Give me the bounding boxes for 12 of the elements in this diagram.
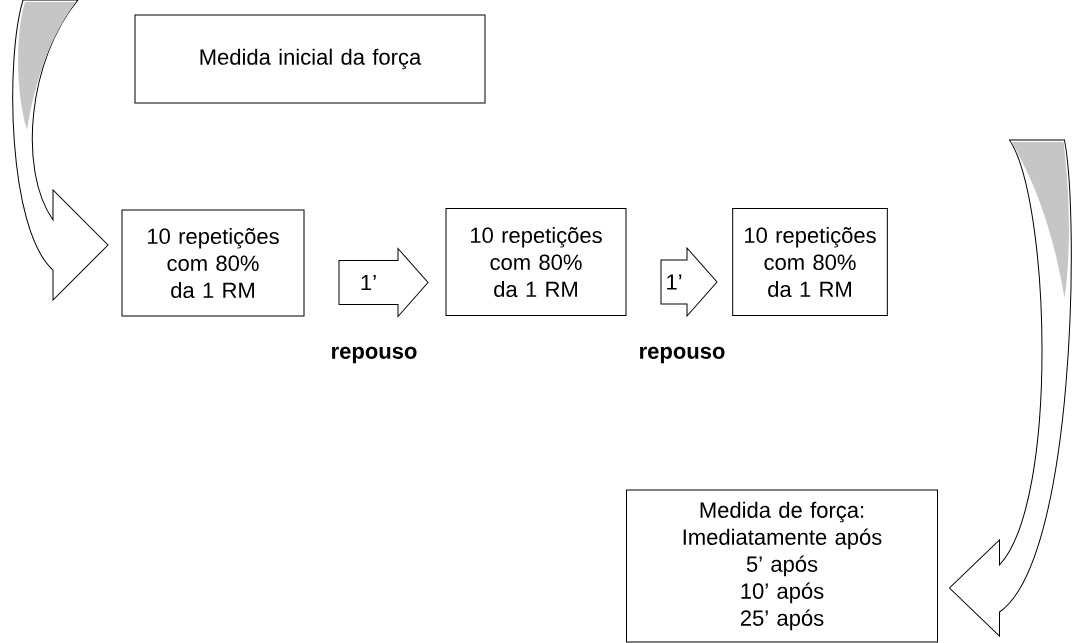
rest-label: repouso bbox=[332, 346, 417, 364]
edge-label: 1’ bbox=[361, 274, 376, 291]
process-box: 10 repetições com 80% da 1 RM bbox=[445, 208, 627, 316]
process-box: Medida de força: Imediatamente após 5’ após 10’ após 25’ após bbox=[626, 489, 938, 643]
process-box: Medida inicial da força bbox=[134, 14, 486, 104]
process-box: 10 repetições com 80% da 1 RM bbox=[732, 208, 888, 316]
rest-label: repouso bbox=[640, 346, 725, 364]
block-arrow bbox=[338, 248, 429, 317]
process-box: 10 repetições com 80% da 1 RM bbox=[121, 209, 305, 317]
edge-label: 1’ bbox=[667, 274, 682, 290]
curved-arrow bbox=[12, 0, 109, 301]
curved-arrow bbox=[949, 139, 1072, 637]
